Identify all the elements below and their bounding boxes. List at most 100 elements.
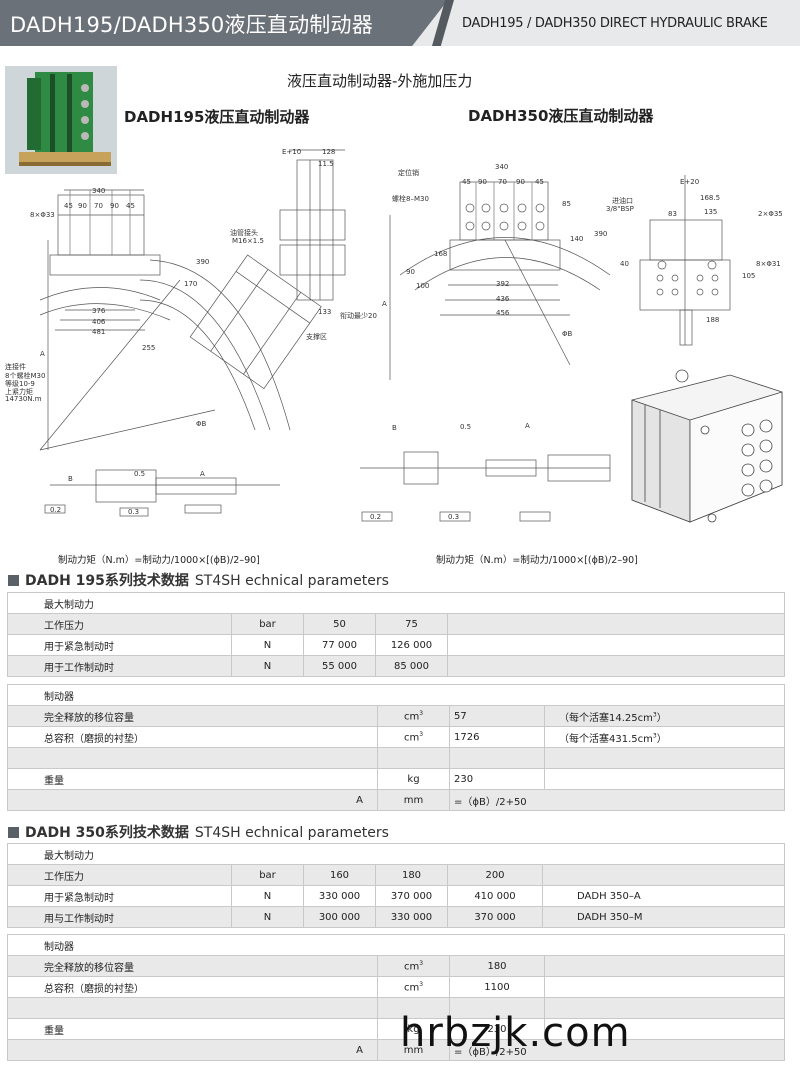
dim-350-40: 40: [620, 260, 629, 268]
table-dadh350-max-force: 最大制动力 工作压力 bar 160 180 200 用于紧急制动时 N 330…: [7, 843, 785, 928]
dim-195-a5: 45: [126, 202, 135, 210]
tol-195-parallel: 0.2: [50, 506, 62, 514]
header-title-block: [0, 0, 448, 46]
label-350-bsp: 3/8"BSP: [606, 205, 634, 213]
table-row: 完全释放的移位容量 cm3 57 （每个活塞14.25cm3）: [7, 705, 785, 727]
label-195-torque-value: 14730N.m: [5, 395, 42, 403]
header-title-en: DADH195 / DADH350 DIRECT HYDRAULIC BRAKE: [462, 16, 768, 31]
table-row: 用于工作制动时 N 55 000 85 000: [7, 655, 785, 677]
table-row: 总容积（磨损的衬垫） cm3 1100: [7, 976, 785, 998]
dim-350-456: 456: [496, 309, 510, 317]
datum-195-b: B: [68, 475, 73, 483]
dim-195-phib: ΦB: [196, 420, 207, 428]
dim-350-168: 168: [434, 250, 448, 258]
dim-350-width: 340: [495, 163, 509, 171]
table-row: A mm =（ϕB）/2+50: [7, 789, 785, 811]
datum-350-b: B: [392, 424, 397, 432]
table-row: [7, 747, 785, 769]
intro-title: 液压直动制动器-外施加压力: [287, 72, 473, 90]
tol-350-perp: 0.3: [448, 513, 460, 521]
label-195-thread: M16×1.5: [232, 237, 264, 245]
table-row: 制动器: [7, 934, 785, 956]
table-row: 最大制动力: [7, 592, 785, 614]
table-dadh195-max-force: 最大制动力 工作压力 bar 50 75 用于紧急制动时 N 77 000 12…: [7, 592, 785, 677]
dim-195-481: 481: [92, 328, 106, 336]
section-square-icon: [8, 827, 19, 838]
dim-350-a5: 45: [535, 178, 544, 186]
dim-350-90: 90: [406, 268, 415, 276]
table-row: 最大制动力: [7, 843, 785, 865]
dim-195-a2: 90: [78, 202, 87, 210]
dim-350-100: 100: [416, 282, 430, 290]
brake-photo-illustration: [5, 66, 117, 174]
table-row: 工作压力 bar 160 180 200: [7, 864, 785, 886]
label-350-bolts: 螺栓8–M30: [392, 195, 429, 203]
subtitle-dadh350: DADH350液压直动制动器: [468, 107, 654, 125]
dim-195-a: A: [40, 350, 45, 358]
tol-195-perp: 0.3: [128, 508, 140, 516]
label-195-grade: 等级10-9: [5, 380, 35, 388]
datum-350-a: A: [525, 422, 530, 430]
dim-195-a4: 90: [110, 202, 119, 210]
label-350-inlet: 进油口: [612, 197, 633, 205]
table-row: 完全释放的移位容量 cm3 180: [7, 955, 785, 977]
dim-195-406: 406: [92, 318, 106, 326]
dim-195-170: 170: [184, 280, 198, 288]
dim-195-width: 340: [92, 187, 106, 195]
dim-195-376: 376: [92, 307, 106, 315]
dim-350-a: A: [382, 300, 387, 308]
technical-drawings: 340 45 90 70 90 45 8×Φ33 390 170 376 406…: [0, 130, 800, 560]
section-square-icon: [8, 575, 19, 586]
dim-350-105: 105: [742, 272, 756, 280]
label-195-torque: 上紧力矩: [5, 388, 33, 396]
dim-195-255: 255: [142, 344, 156, 352]
label-195-support-zone: 支撑区: [306, 333, 327, 341]
dim-350-168-5: 168.5: [700, 194, 721, 202]
tol-195-flatness: 0.5: [134, 470, 146, 478]
dim-350-phib: ΦB: [562, 330, 573, 338]
dim-350-height: 390: [594, 230, 608, 238]
dim-350-85: 85: [562, 200, 571, 208]
dim-195-height: 390: [196, 258, 210, 266]
dim-350-a1: 45: [462, 178, 471, 186]
dim-195-128: 128: [322, 148, 336, 156]
dim-350-392: 392: [496, 280, 510, 288]
dim-195-a1: 45: [64, 202, 73, 210]
dim-350-a3: 70: [498, 178, 507, 186]
table-dadh195-brake: 制动器 完全释放的移位容量 cm3 57 （每个活塞14.25cm3） 总容积（…: [7, 684, 785, 811]
product-photo: [5, 66, 117, 174]
label-195-bolts: 8个螺栓M30: [5, 372, 46, 380]
dim-195-11-5: 11.5: [318, 160, 334, 168]
table-row: A mm =（ϕB）/2+50: [7, 1039, 785, 1061]
tol-350-parallel: 0.2: [370, 513, 382, 521]
datum-195-a: A: [200, 470, 205, 478]
table-dadh350-brake: 制动器 完全释放的移位容量 cm3 180 总容积（磨损的衬垫） cm3 110…: [7, 934, 785, 1061]
dim-350-e20: E+20: [680, 178, 700, 186]
dim-350-135: 135: [704, 208, 718, 216]
table-row: [7, 997, 785, 1019]
page-header: DADH195/DADH350液压直动制动器 DADH195 / DADH350…: [0, 0, 800, 46]
formula-dadh195: 制动力矩（N.m）=制动力/1000×[(ϕB)/2–90]: [58, 555, 260, 566]
dim-195-133: 133: [318, 308, 332, 316]
label-195-min-clearance: 衔动最少20: [340, 312, 377, 320]
table-row: 用于紧急制动时 N 77 000 126 000: [7, 634, 785, 656]
dim-350-2xphi35: 2×Φ35: [758, 210, 783, 218]
table-row: 制动器: [7, 684, 785, 706]
dim-350-83: 83: [668, 210, 677, 218]
dim-350-436: 436: [496, 295, 510, 303]
dim-195-e10: E+10: [282, 148, 302, 156]
dim-195-a3: 70: [94, 202, 103, 210]
table-row: 用于紧急制动时 N 330 000 370 000 410 000 DADH 3…: [7, 885, 785, 907]
drawing-lines: [39, 149, 783, 523]
label-195-oil-fitting: 油管接头: [230, 229, 258, 237]
tol-350-flatness: 0.5: [460, 423, 472, 431]
dim-350-a2: 90: [478, 178, 487, 186]
watermark: hrbzjk.com: [400, 1010, 631, 1056]
subtitle-dadh195: DADH195液压直动制动器: [124, 108, 310, 126]
dim-195-holes: 8×Φ33: [30, 211, 55, 219]
label-195-connector: 连接件: [5, 363, 26, 371]
dim-350-188: 188: [706, 316, 720, 324]
table-row: 工作压力 bar 50 75: [7, 613, 785, 635]
